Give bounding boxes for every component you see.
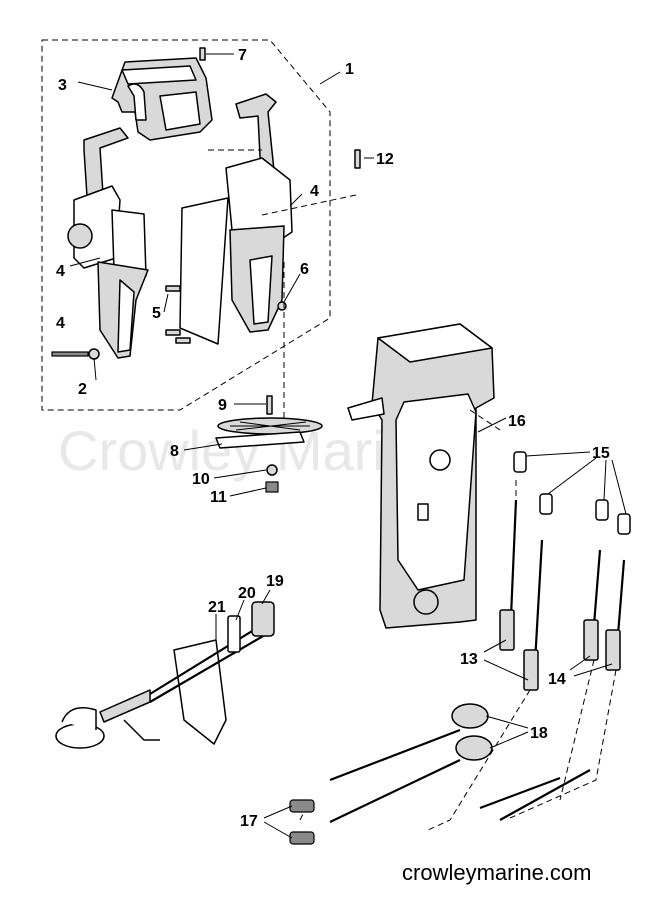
friction-plate xyxy=(179,197,229,345)
left-handle-assembly xyxy=(67,127,149,359)
callout-4-left: 4 xyxy=(56,263,65,280)
lower-cables xyxy=(289,703,591,845)
callout-14: 14 xyxy=(548,671,566,688)
callout-9: 9 xyxy=(218,397,227,414)
footer-url: crowleymarine.com xyxy=(402,860,592,885)
callout-18: 18 xyxy=(530,725,548,742)
control-cables xyxy=(499,499,626,691)
callout-6: 6 xyxy=(300,261,309,278)
callout-3: 3 xyxy=(58,77,67,94)
callout-17: 17 xyxy=(240,813,258,830)
callout-7: 7 xyxy=(238,47,247,64)
control-housing xyxy=(347,323,495,629)
callout-4-bolt: 4 xyxy=(56,315,65,332)
callout-1: 1 xyxy=(345,61,354,78)
screws-hardware xyxy=(51,47,361,415)
callout-15: 15 xyxy=(592,445,610,462)
connection-routes xyxy=(208,149,617,831)
callout-5: 5 xyxy=(152,305,161,322)
right-handle-assembly xyxy=(225,93,293,333)
callout-12: 12 xyxy=(376,151,394,168)
callout-4-right: 4 xyxy=(310,183,319,200)
cable-ends xyxy=(513,451,631,535)
callout-2: 2 xyxy=(78,381,87,398)
leader-lines xyxy=(69,53,627,839)
callout-20: 20 xyxy=(238,585,256,602)
callout-10: 10 xyxy=(192,471,210,488)
cover-part xyxy=(111,57,213,141)
assembly-boundary xyxy=(41,39,331,411)
callout-21: 21 xyxy=(208,599,226,616)
callout-13: 13 xyxy=(460,651,478,668)
callout-11: 11 xyxy=(210,489,227,506)
callout-16: 16 xyxy=(508,413,526,430)
callout-8: 8 xyxy=(170,443,179,460)
throttle-assembly xyxy=(55,601,275,749)
callout-labels: 1 2 3 4 4 4 5 6 7 8 9 10 11 12 13 14 15 … xyxy=(56,47,610,830)
callout-19: 19 xyxy=(266,573,284,590)
